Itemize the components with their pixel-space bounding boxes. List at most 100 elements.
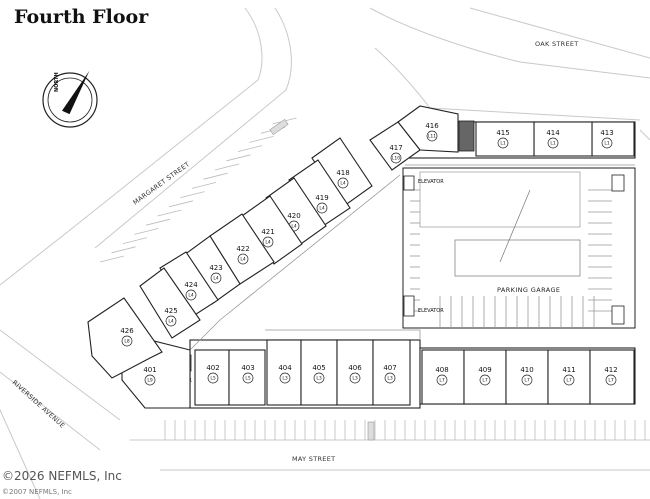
unit-type-badge	[207, 372, 219, 384]
unit-number: 404	[278, 364, 292, 372]
unit-type-label: L5	[245, 376, 251, 382]
unit-type-badge	[242, 372, 254, 384]
unit-type-label: L5	[210, 376, 216, 382]
unit-type-badge	[390, 152, 402, 164]
hatched-spot	[367, 421, 375, 441]
street-label-margaret: MARGARET STREET	[131, 160, 191, 206]
unit-number: 413	[600, 129, 613, 137]
stall-line	[111, 246, 136, 254]
north-label: NORTH	[54, 72, 60, 92]
elevator-label: ELEVATOR	[418, 179, 444, 185]
unit-type-badge	[316, 202, 328, 214]
unit-number: 423	[209, 264, 222, 272]
watermark: ©2026 NEFMLS, Inc	[2, 469, 122, 483]
unit-type-badge	[144, 374, 156, 386]
stall-line	[157, 209, 182, 217]
unit-type-badge	[605, 374, 617, 386]
garage-internals	[410, 171, 612, 328]
unit-type-label: L7	[439, 378, 445, 384]
unit-number: 417	[389, 144, 402, 152]
unit-type-label: L7	[524, 378, 530, 384]
stall-line	[145, 218, 171, 226]
unit-outline	[369, 121, 421, 171]
unit-type-badge	[479, 374, 491, 386]
unit-type-label: L4	[213, 276, 219, 282]
unit-type-badge	[384, 372, 396, 384]
unit-number: 416	[425, 122, 439, 130]
unit-outline	[533, 121, 593, 157]
stall-line	[99, 255, 125, 263]
unit-type-badge	[210, 272, 222, 284]
unit-type-badge	[165, 315, 177, 327]
unit-type-label: L7	[482, 378, 488, 384]
unit-number: 403	[241, 364, 254, 372]
unit-outline	[463, 349, 507, 405]
unit-number: 419	[315, 194, 328, 202]
elevator-label: ELEVATOR	[418, 308, 444, 314]
stall-line	[214, 163, 240, 171]
margaret-parking-stalls	[99, 117, 297, 263]
stall-line	[191, 182, 217, 189]
stall-line	[237, 145, 263, 152]
stall-line	[203, 172, 228, 180]
unit-outline	[228, 349, 266, 406]
unit-number: 401	[143, 366, 156, 374]
unit-type-badge	[547, 137, 559, 149]
north-arrow-icon: NORTH	[42, 70, 98, 128]
unit-number: 414	[546, 129, 560, 137]
unit-number: 406	[348, 364, 362, 372]
unit-type-label: L4	[188, 293, 194, 299]
unit-number: 420	[287, 212, 300, 220]
unit-number: 421	[261, 228, 274, 236]
unit-number: 402	[206, 364, 219, 372]
unit-type-label: L1	[604, 141, 610, 147]
unit-layer: 401L9402L5403L5404L3405L3406L3407L3408L7…	[87, 105, 635, 409]
road-lines	[0, 7, 650, 499]
street-label-may: MAY STREET	[292, 455, 335, 463]
stall-line	[226, 154, 251, 162]
unit-type-label: L4	[291, 224, 297, 230]
stall-line	[180, 191, 205, 198]
unit-outline	[336, 339, 374, 406]
unit-type-badge	[185, 289, 197, 301]
unit-type-label: L4	[168, 319, 174, 325]
unit-type-badge	[262, 236, 274, 248]
unit-type-label: L3	[316, 376, 322, 382]
unit-type-label: L7	[566, 378, 572, 384]
stall-line	[249, 136, 274, 143]
unit-type-label: L1	[500, 141, 506, 147]
stall-line	[134, 228, 159, 235]
unit-outline	[266, 339, 302, 406]
unit-type-label: L3	[352, 376, 358, 382]
unit-number: 426	[120, 327, 134, 335]
unit-type-badge	[563, 374, 575, 386]
unit-type-label: L4	[340, 181, 346, 187]
street-label-oak: OAK STREET	[535, 40, 579, 48]
unit-type-badge	[313, 372, 325, 384]
unit-number: 412	[604, 366, 617, 374]
unit-type-badge	[521, 374, 533, 386]
unit-number: 425	[164, 307, 177, 315]
unit-type-badge	[436, 374, 448, 386]
unit-type-label: L11	[428, 134, 436, 140]
unit-type-label: L1	[550, 141, 556, 147]
